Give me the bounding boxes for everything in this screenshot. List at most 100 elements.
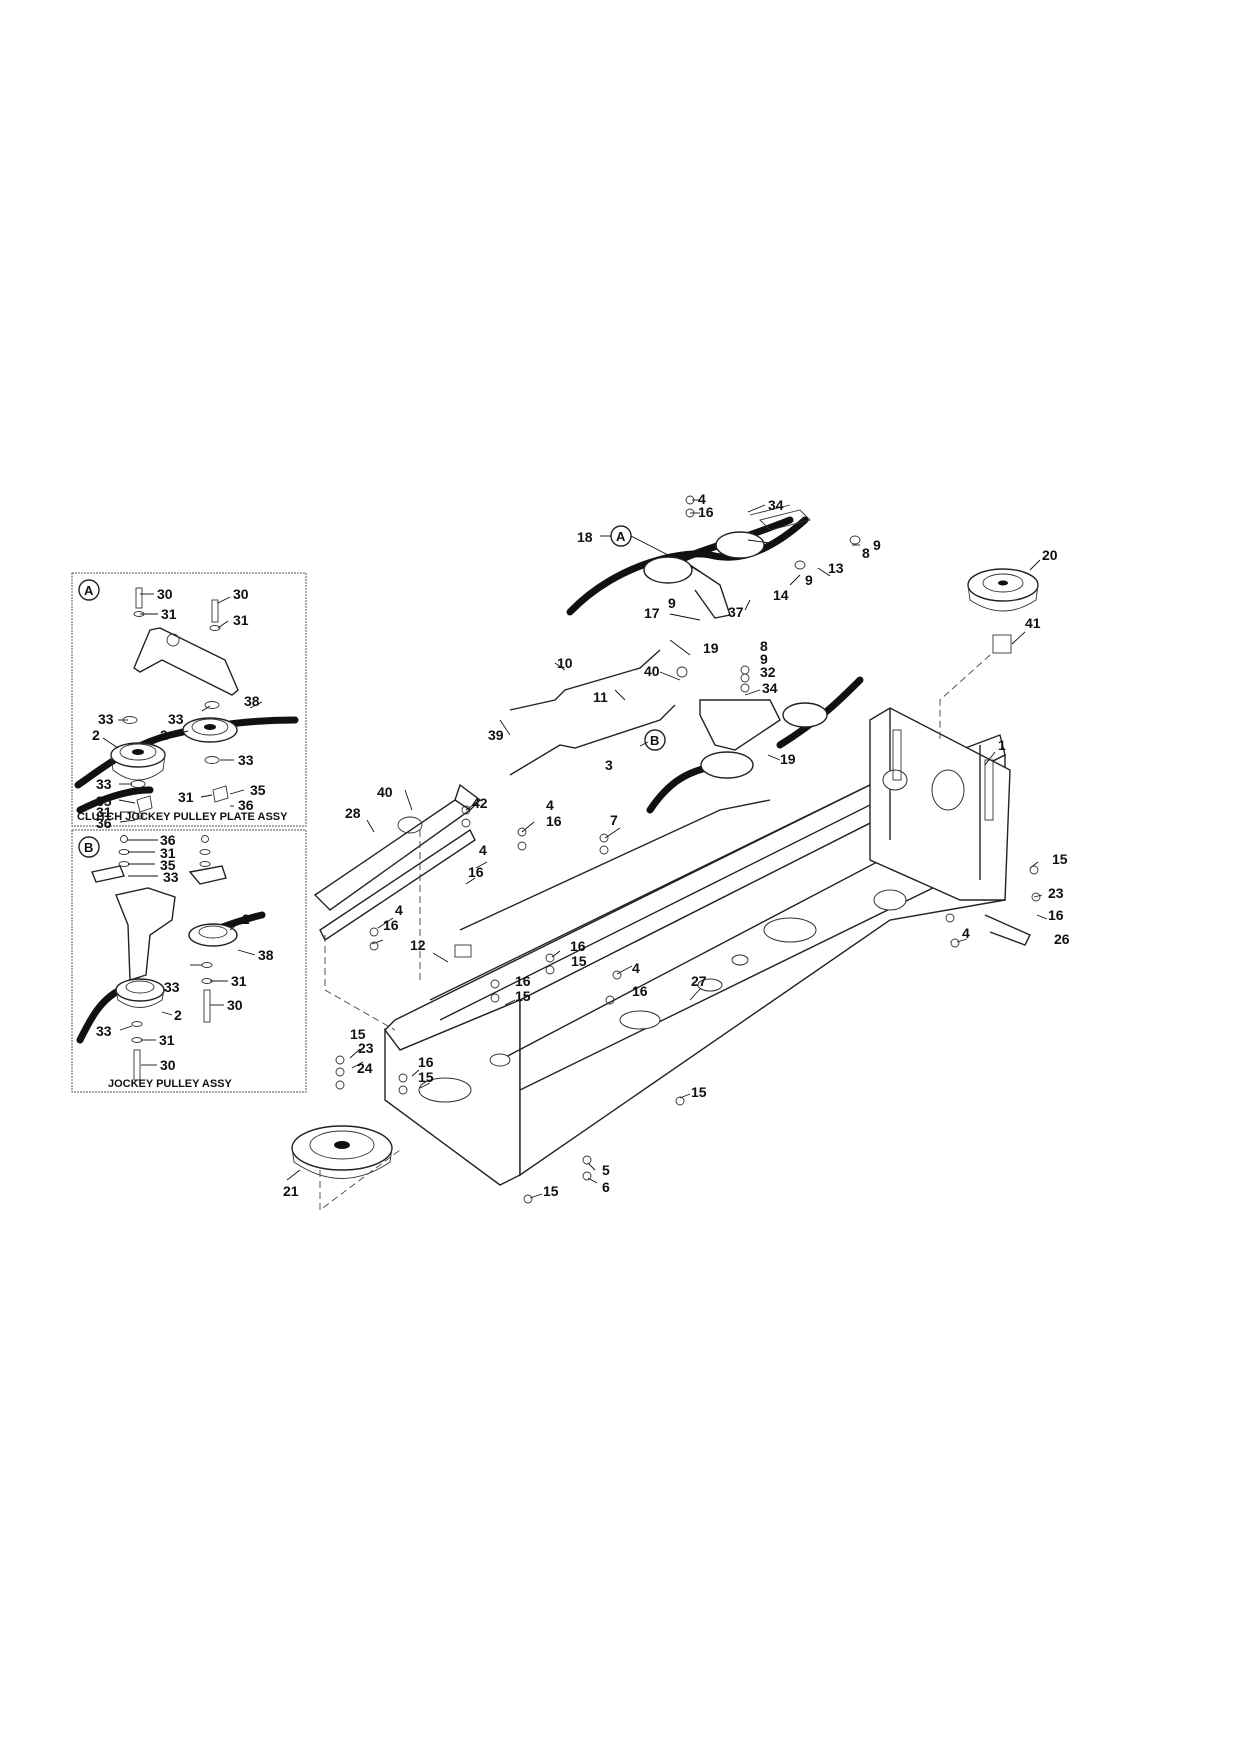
inset-a-label: 31 <box>161 606 177 622</box>
pulley-20 <box>967 568 1039 612</box>
inset-a-letter-circle <box>78 579 100 601</box>
inset-a-pulley-right <box>182 717 238 743</box>
main-labels: 4 16 34 18 8 9 13 9 14 20 9 17 37 41 8 9… <box>283 491 1070 1199</box>
part-label: 8 <box>760 638 768 654</box>
inset-a-leaders <box>102 593 263 823</box>
inset-a-label: 2 <box>160 727 168 743</box>
spacer-41 <box>992 634 1012 654</box>
part-label: 16 <box>570 938 586 954</box>
inset-b-label: 30 <box>160 1057 176 1073</box>
inset-b-label: 35 <box>160 857 176 873</box>
part-label: 16 <box>1048 907 1064 923</box>
inset-a-label: 31 <box>178 789 194 805</box>
inset-a-bolts <box>133 587 221 631</box>
callout-a: A <box>616 529 626 544</box>
inset-a-label: 33 <box>96 776 112 792</box>
inset-a-border <box>71 572 307 827</box>
inset-b-label: 31 <box>159 1032 175 1048</box>
part-label: 20 <box>1042 547 1058 563</box>
part-label: 9 <box>805 572 813 588</box>
part-label: 11 <box>593 689 608 705</box>
part-label: 34 <box>762 680 778 696</box>
main-leaders <box>286 499 1048 1199</box>
rod-10 <box>509 649 661 711</box>
inset-b-label: 36 <box>160 832 176 848</box>
part-label: 9 <box>873 537 881 553</box>
part-label: 4 <box>395 902 403 918</box>
inset-b-letter-circle <box>78 836 100 858</box>
part-label: 6 <box>602 1179 610 1195</box>
part-label: 3 <box>605 757 613 773</box>
part-label: 15 <box>1052 851 1068 867</box>
part-label: 13 <box>828 560 844 576</box>
inset-a-label: 35 <box>96 793 112 809</box>
part-label: 27 <box>691 973 707 989</box>
part-label: 15 <box>571 953 587 969</box>
part-label: 37 <box>728 604 744 620</box>
inset-a-label: 30 <box>233 586 249 602</box>
part-label: 24 <box>357 1060 373 1076</box>
inset-a-label: 33 <box>98 711 114 727</box>
inset-b-label: 38 <box>258 947 274 963</box>
part-label: 1 <box>998 737 1006 753</box>
main-frame <box>291 504 1039 1211</box>
part-label: 5 <box>602 1162 610 1178</box>
inset-b-label: 33 <box>164 979 180 995</box>
inset-a-letter: A <box>84 583 94 598</box>
part-label: 10 <box>557 655 573 671</box>
part-label: 41 <box>1025 615 1041 631</box>
inset-b-label: 2 <box>174 1007 182 1023</box>
part-label: 16 <box>468 864 484 880</box>
part-label: 42 <box>472 795 488 811</box>
part-label: 15 <box>515 988 531 1004</box>
part-label: 16 <box>418 1054 434 1070</box>
inset-a-label: 31 <box>96 804 112 820</box>
inset-a-label: 36 <box>96 815 112 831</box>
part-label: 19 <box>780 751 796 767</box>
inset-a-label: 33 <box>238 752 254 768</box>
part-label: 16 <box>698 504 714 520</box>
part-label: 18 <box>577 529 593 545</box>
part-label: 9 <box>760 651 768 667</box>
inset-b-stack-left <box>131 1021 143 1081</box>
jockey-assembly-a <box>566 504 861 619</box>
part-label: 16 <box>546 813 562 829</box>
part-label: 4 <box>632 960 640 976</box>
inset-a-caption: CLUTCH JOCKEY PULLEY PLATE ASSY <box>77 811 288 823</box>
part-label: 40 <box>644 663 660 679</box>
part-label: 40 <box>377 784 393 800</box>
hardware-dots <box>335 495 1041 1204</box>
inset-b-labels: 36 31 35 33 2 38 33 31 30 2 33 31 30 <box>96 832 274 1073</box>
part-label: 26 <box>1054 931 1070 947</box>
jockey-assembly-b <box>646 676 864 814</box>
part-label: 16 <box>383 917 399 933</box>
inset-b-label: 33 <box>96 1023 112 1039</box>
inset-b-letter: B <box>84 840 93 855</box>
inset-a-pulley-left <box>110 742 166 781</box>
inset-b-label: 2 <box>242 911 250 927</box>
part-label: 32 <box>760 664 776 680</box>
part-label: 4 <box>962 925 970 941</box>
inset-b-arm <box>115 887 176 981</box>
pulley-21 <box>291 1125 393 1179</box>
part-label: 28 <box>345 805 361 821</box>
alignment-line <box>939 654 991 740</box>
inset-a-label: 38 <box>244 693 260 709</box>
rod-11 <box>509 704 676 776</box>
part-label: 12 <box>410 937 426 953</box>
inset-a-label: 2 <box>92 727 100 743</box>
inset-a-plate <box>133 627 239 696</box>
inset-a-labels: 30 31 30 31 38 33 33 2 2 33 33 35 31 36 … <box>92 586 266 831</box>
inset-b-label: 33 <box>163 869 179 885</box>
part-label: 34 <box>768 497 784 513</box>
inset-a-clutch-jockey-pulley-plate-assy: A <box>71 572 307 831</box>
part-label: 23 <box>1048 885 1064 901</box>
hex-bar-26 <box>984 914 1031 946</box>
inset-a-belt <box>74 716 299 789</box>
inset-b-jockey-pulley-assy: B <box>71 829 307 1093</box>
inset-b-pulley-bottom <box>115 978 165 1008</box>
part-label: 7 <box>610 812 618 828</box>
inset-b-pulley-top <box>188 923 238 947</box>
inset-b-label: 30 <box>227 997 243 1013</box>
